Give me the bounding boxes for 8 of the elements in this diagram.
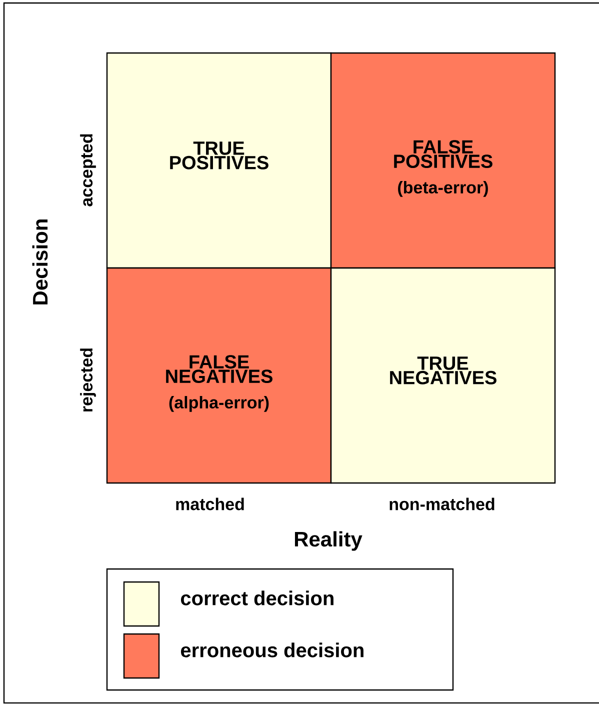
- matrix-cell: TRUE NEGATIVES: [330, 267, 556, 484]
- matrix-cell: TRUE POSITIVES: [106, 52, 332, 269]
- axis-title: Reality: [294, 531, 362, 551]
- legend-label: correct decision: [180, 590, 334, 606]
- legend-label: erroneous decision: [180, 642, 364, 658]
- matrix-cell: FALSE POSITIVES (beta-error): [330, 52, 556, 269]
- axis-title: Decision: [32, 220, 48, 304]
- matrix-cell: FALSE NEGATIVES (alpha-error): [106, 267, 332, 484]
